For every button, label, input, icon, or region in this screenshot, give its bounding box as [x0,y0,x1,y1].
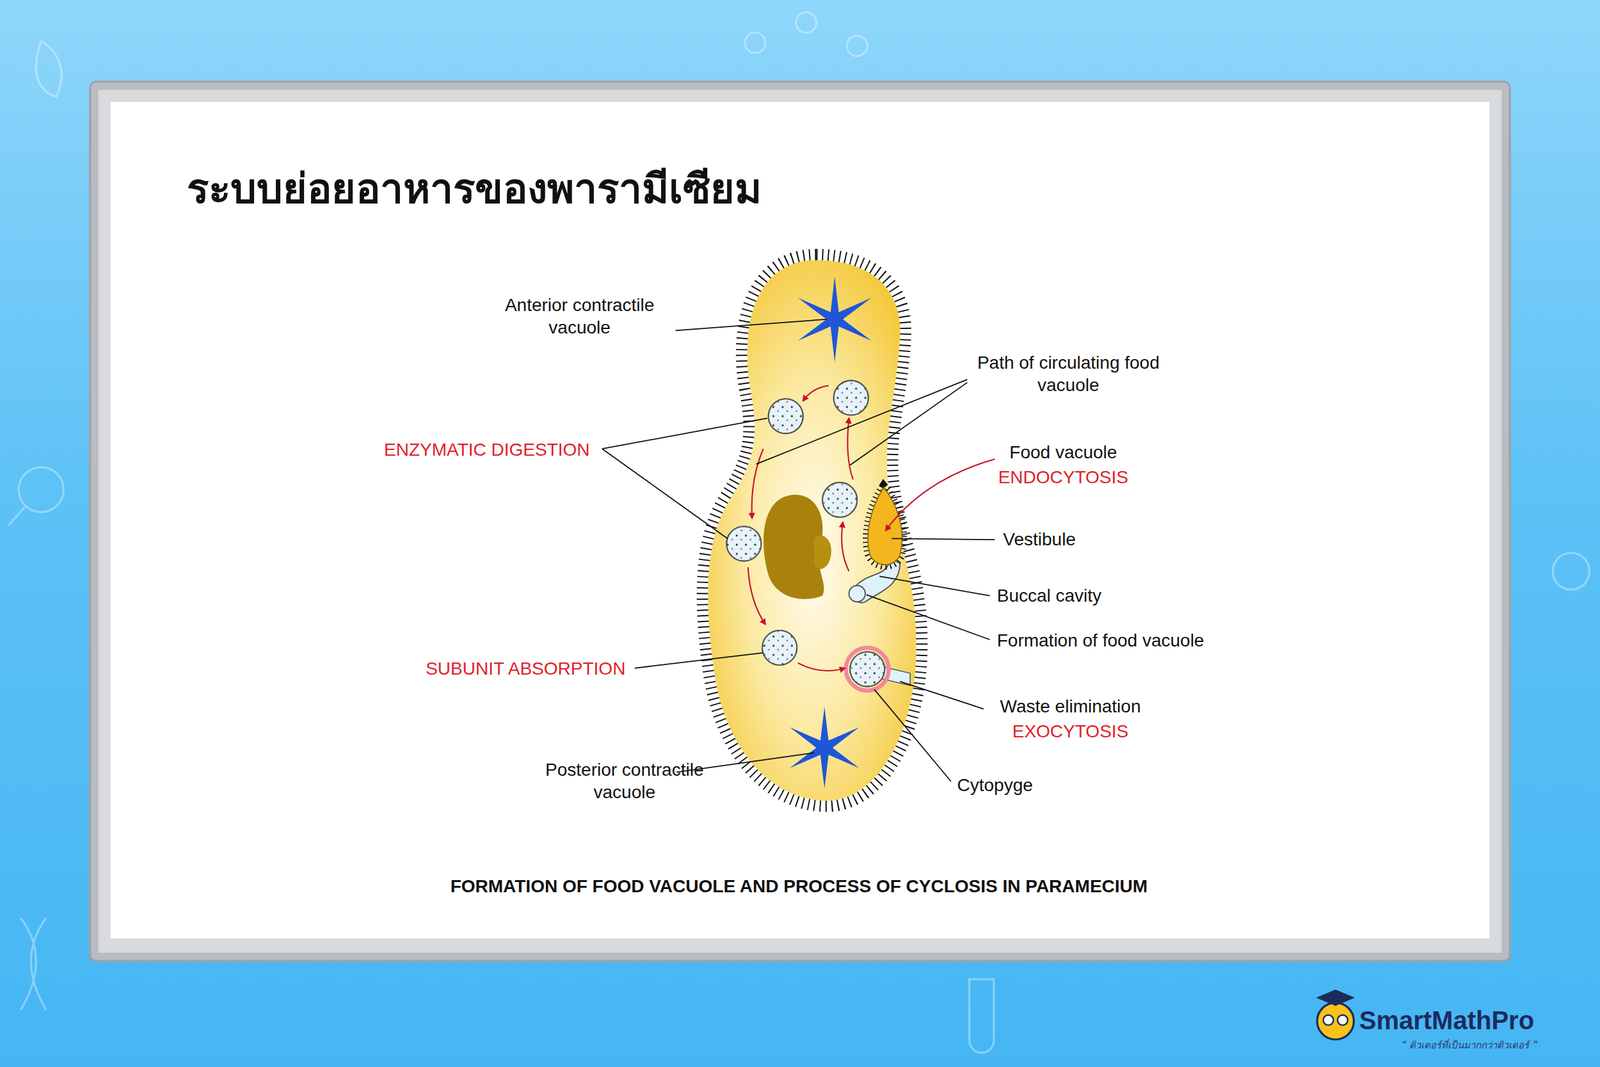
part-label: Food vacuole [1009,440,1117,464]
board [110,101,1490,939]
contractile-vacuole [798,276,872,363]
exocytosis-ring [846,647,889,691]
board-frame [90,81,1510,961]
part-label: Cytopyge [957,773,1033,797]
oral-cilia [867,487,902,565]
caption: FORMATION OF FOOD VACUOLE AND PROCESS OF… [450,874,1148,897]
part-label: Formation of food vacuole [997,628,1205,651]
part-label: Path of circulating food vacuole [975,351,1161,397]
part-label: Buccal cavity [997,583,1102,607]
board-frame-inner [98,89,1503,953]
title: ระบบย่อยอาหารของพารามีเซียม [186,163,762,215]
brand-logo: SmartMathPro [1359,1004,1535,1037]
part-label: Posterior contractile vacuole [544,758,705,804]
process-label: SUBUNIT ABSORPTION [425,657,626,680]
cyclosis-arrow [748,385,996,671]
cell-body [707,259,917,801]
part-label: Waste elimination [1000,695,1142,718]
cilia [707,259,917,801]
background-doodles [8,12,1590,1053]
logo-icon [1315,989,1355,1040]
process-label: ENZYMATIC DIGESTION [384,437,591,461]
vestibule [867,487,902,565]
brand-tagline: “ ติวเตอร์ที่เป็นมากกว่าติวเตอร์ ” [1401,1038,1538,1051]
process-label: EXOCYTOSIS [1012,719,1129,742]
micronucleus [813,535,832,569]
part-label: Anterior contractile vacuole [496,293,664,339]
leader-line [602,319,996,782]
forming-food-vacuole [848,585,865,602]
contractile-vacuole [789,706,859,788]
part-label: Vestibule [1002,527,1076,550]
food-vacuole [726,380,885,687]
process-label: ENDOCYTOSIS [998,465,1129,488]
